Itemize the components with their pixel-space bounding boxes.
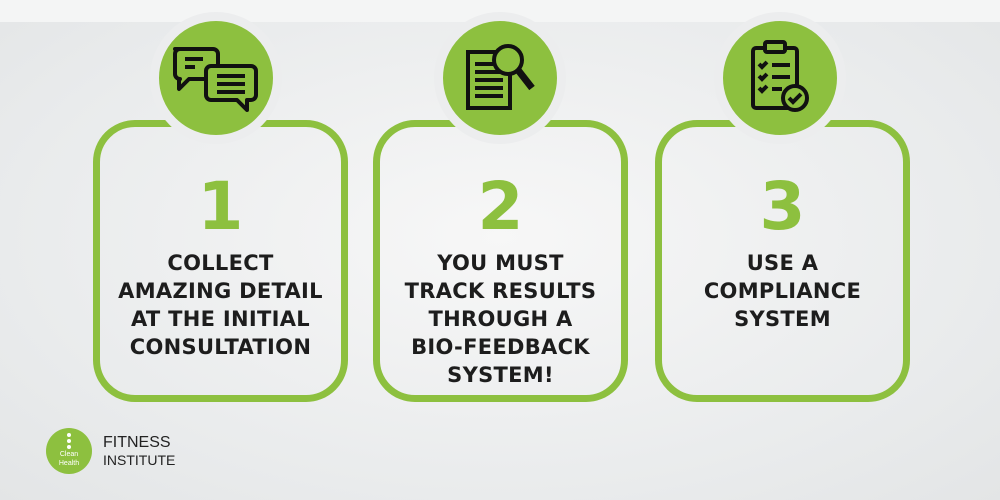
text-line: Use a bbox=[746, 251, 819, 275]
clipboard-check-icon bbox=[714, 12, 846, 144]
text-line: Collect bbox=[167, 251, 274, 275]
brand-name: FITNESS INSTITUTE bbox=[103, 433, 175, 469]
clean-health-logo: Clean Health bbox=[46, 428, 92, 474]
text-line: track results bbox=[404, 279, 597, 303]
step-number: 3 bbox=[759, 168, 806, 245]
text-line: system! bbox=[447, 363, 554, 387]
step-text: You must track results through a bio-fee… bbox=[380, 249, 621, 389]
step-card-3: 3 Use a compliance system bbox=[655, 120, 910, 402]
text-line: bio-feedback bbox=[411, 335, 590, 359]
text-line: compliance bbox=[703, 279, 862, 303]
step-text: Collect amazing detail at the initial co… bbox=[100, 249, 341, 361]
brand-line-1: FITNESS bbox=[103, 434, 171, 451]
text-line: at the initial bbox=[131, 307, 310, 331]
text-line: consultation bbox=[129, 335, 312, 359]
logo-text: Health bbox=[58, 460, 80, 467]
step-card-1: 1 Collect amazing detail at the initial … bbox=[93, 120, 348, 402]
brand-line-2: INSTITUTE bbox=[103, 452, 176, 468]
chat-bubbles-icon bbox=[150, 12, 282, 144]
text-line: through a bbox=[428, 307, 573, 331]
step-text: Use a compliance system bbox=[662, 249, 903, 333]
text-line: You must bbox=[437, 251, 564, 275]
document-search-icon bbox=[434, 12, 566, 144]
step-number: 2 bbox=[477, 168, 524, 245]
logo-text: Clean bbox=[59, 451, 79, 458]
text-line: amazing detail bbox=[118, 279, 323, 303]
text-line: system bbox=[734, 307, 831, 331]
step-number: 1 bbox=[197, 168, 244, 245]
step-card-2: 2 You must track results through a bio-f… bbox=[373, 120, 628, 402]
